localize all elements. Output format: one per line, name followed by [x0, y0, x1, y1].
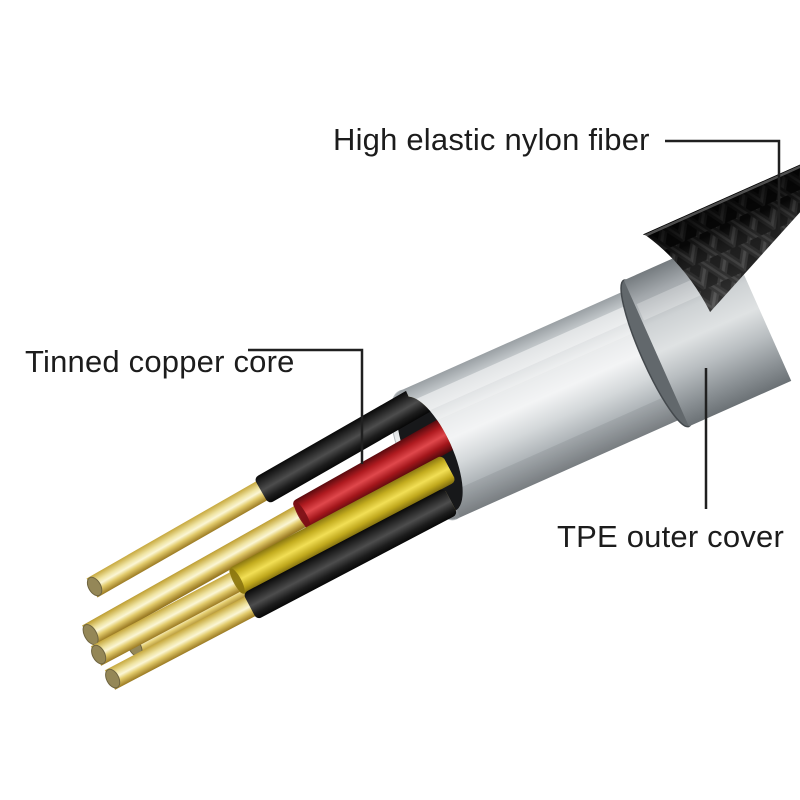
- tube-highlight-soft: [415, 313, 653, 428]
- tube-highlight: [408, 298, 648, 417]
- wire-tip-cap: [105, 668, 121, 689]
- red-insulation: [293, 419, 457, 530]
- wire-red: [82, 419, 457, 647]
- label-high-elastic-nylon-fiber: High elastic nylon fiber: [333, 122, 650, 157]
- wire-black-top: [86, 381, 438, 598]
- leader-line-nylon-fiber: [665, 139, 781, 234]
- label-tinned-copper-core: Tinned copper core: [25, 344, 295, 379]
- wire-yellow: [90, 456, 455, 666]
- red-insulation-cut-ring: [293, 501, 311, 530]
- tpe-collar-body: [623, 234, 792, 427]
- wire-tip-cap: [86, 576, 103, 597]
- tpe-outer-cover-tube: [390, 284, 696, 521]
- label-tpe-outer-cover: TPE outer cover: [557, 519, 784, 554]
- tube-lower-shade: [449, 389, 693, 518]
- wire-tip-cap: [91, 644, 107, 665]
- yellow-insulation-cut-ring: [229, 568, 245, 594]
- braid-top-edge-highlight: [610, 53, 800, 253]
- black-insulation: [244, 489, 457, 619]
- inner-wires: [82, 381, 457, 690]
- black-insulation: [255, 381, 438, 503]
- tube-body: [399, 284, 696, 519]
- yellow-insulation: [229, 456, 455, 594]
- leader-line-copper-core: [248, 348, 364, 464]
- wire-black-bottom: [104, 489, 457, 690]
